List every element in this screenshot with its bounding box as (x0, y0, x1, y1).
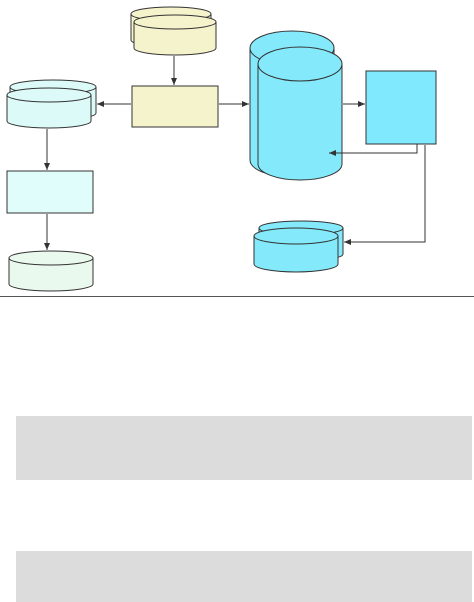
right-bottom-disk-stack (253, 220, 344, 273)
horizontal-divider (0, 296, 474, 297)
right-process-box (365, 70, 437, 145)
left-disk-stack (6, 79, 97, 129)
gray-panel-1 (16, 416, 472, 480)
large-cylinder-stack (249, 30, 343, 181)
left-bottom-disk (8, 250, 94, 292)
arrow-right-box-to-bottom-disk (344, 145, 426, 245)
cream-disk-stack (130, 6, 217, 56)
left-process-box (6, 170, 94, 214)
arrow-right-box-to-cylinder (329, 144, 418, 156)
gray-panel-2 (16, 551, 472, 602)
flow-diagram (6, 6, 437, 292)
process-box-center (131, 85, 219, 128)
